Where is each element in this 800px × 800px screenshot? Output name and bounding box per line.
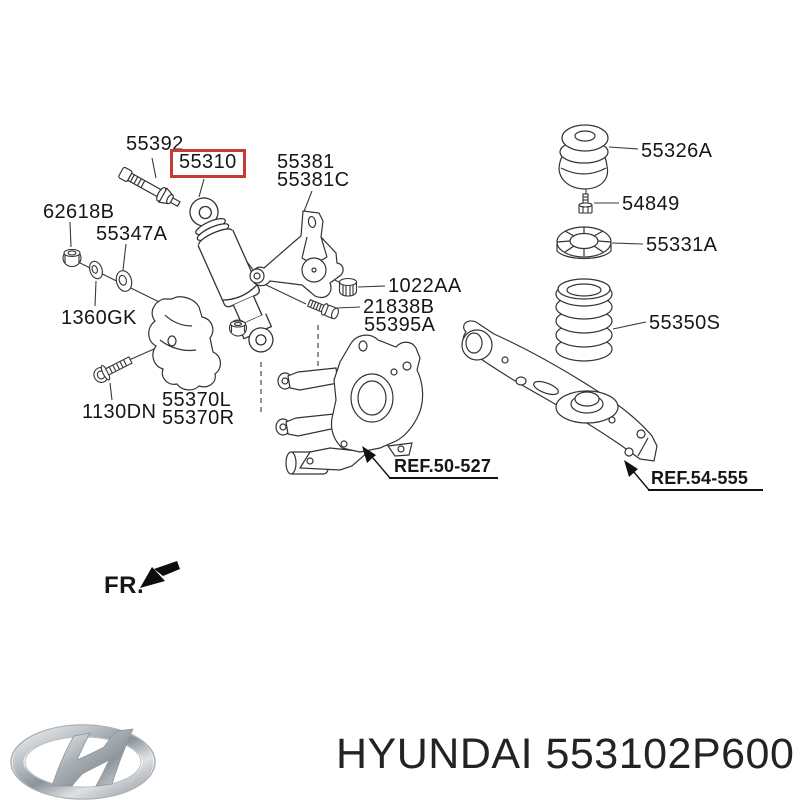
- hyundai-logo: [10, 724, 156, 800]
- footer-part-caption: HYUNDAI 553102P600: [336, 730, 795, 778]
- ref-knuckle-pointer: [362, 446, 498, 479]
- washer-drawing: [115, 270, 133, 292]
- knuckle-drawing: [275, 334, 424, 475]
- lower-arm-drawing: [461, 320, 658, 462]
- part-label-55350s: 55350S: [649, 312, 721, 334]
- bracket-nut-drawing: [338, 277, 358, 297]
- part-label-1360gk: 1360GK: [61, 307, 137, 329]
- ref-label-knuckle: REF.50-527: [394, 456, 492, 476]
- part-label-54849: 54849: [622, 193, 680, 215]
- protector-drawing: [148, 296, 221, 391]
- part-label-55395a: 55395A: [364, 314, 436, 336]
- shock-bracket-drawing: [249, 210, 344, 299]
- part-label-55347a: 55347A: [96, 223, 168, 245]
- part-label-55381c: 55381C: [277, 169, 350, 191]
- coil-spring-drawing: [555, 278, 613, 362]
- part-label-55326a: 55326A: [641, 140, 713, 162]
- mount-bolt-drawing: [93, 356, 133, 383]
- front-direction-label: FR.: [104, 572, 145, 599]
- ref-label-lower-arm: REF.54-555: [651, 468, 749, 488]
- part-label-21838b: 21838B: [363, 296, 435, 318]
- ref-lower-arm-pointer: [624, 460, 763, 491]
- part-label-55392: 55392: [126, 133, 184, 155]
- part-label-1022aa: 1022AA: [388, 275, 462, 297]
- part-label-55310-highlighted: 55310: [170, 149, 246, 178]
- part-label-55370r: 55370R: [162, 407, 235, 429]
- part-label-62618b: 62618B: [43, 201, 115, 223]
- part-label-55331a: 55331A: [646, 234, 718, 256]
- bracket-bolt-drawing: [306, 299, 339, 320]
- part-label-55381: 55381: [277, 151, 335, 173]
- bush-washer-drawing: [89, 260, 103, 280]
- part-label-55370l: 55370L: [162, 389, 232, 411]
- upper-bolt-drawing: [118, 166, 181, 207]
- front-direction-arrow-icon: [140, 561, 180, 588]
- flange-nut-drawing: [62, 248, 82, 268]
- stopper-bolt-drawing: [578, 193, 593, 214]
- bumper-stopper-drawing: [558, 124, 609, 190]
- part-label-1130dn: 1130DN: [82, 401, 157, 423]
- shock-lower-nut-drawing: [228, 319, 248, 337]
- assembly-axis-dashed-lines: [260, 325, 319, 416]
- spring-pad-drawing: [556, 226, 612, 260]
